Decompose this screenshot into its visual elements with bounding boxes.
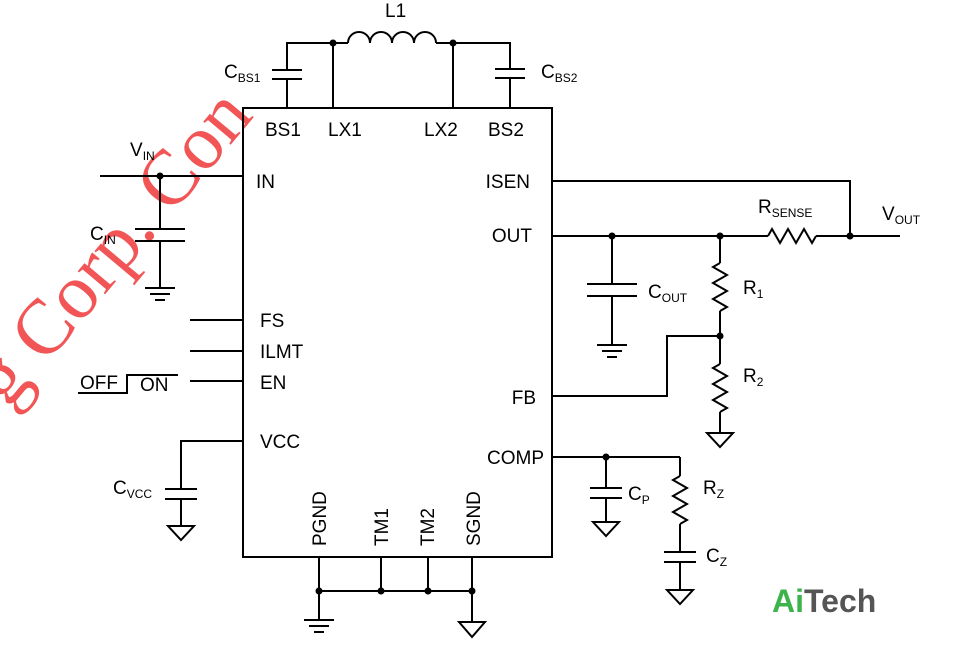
pin-lx2: LX2 (424, 120, 458, 141)
inductor-l1-label: L1 (385, 1, 406, 22)
cbs2-label: CBS2 (541, 62, 578, 85)
pin-fb: FB (512, 388, 536, 409)
pin-in: IN (256, 172, 275, 193)
watermark-text: g Corp. Con (0, 71, 268, 421)
pin-out: OUT (492, 226, 533, 247)
en-off-label: OFF (80, 373, 118, 394)
comp-compensation-wiring (552, 453, 696, 606)
en-on-label: ON (140, 375, 169, 396)
pin-isen: ISEN (486, 172, 530, 193)
top-switch-node-wiring (272, 31, 525, 108)
cz-label: CZ (706, 546, 727, 569)
pin-tm2: TM2 (418, 508, 439, 546)
ground-pins-wiring (304, 557, 488, 639)
rz-label: RZ (703, 478, 724, 501)
ic-body (242, 107, 553, 558)
r1-symbol (710, 262, 730, 312)
rsense-label: RSENSE (758, 197, 812, 220)
cvcc-label: CVCC (113, 478, 152, 501)
pin-pgnd: PGND (310, 491, 331, 546)
rz-symbol (670, 475, 690, 525)
cout-label: COUT (648, 282, 688, 305)
rsense-symbol (767, 226, 817, 246)
r2-symbol (710, 363, 730, 413)
pin-ilmt: ILMT (260, 342, 304, 363)
pin-tm1: TM1 (372, 508, 393, 546)
pin-lx1: LX1 (328, 120, 362, 141)
vin-input-wiring (100, 172, 243, 301)
vin-label: VIN (130, 140, 155, 163)
pin-comp: COMP (487, 448, 544, 469)
pin-bs2: BS2 (488, 120, 524, 141)
r2-label: R2 (743, 366, 764, 389)
pin-bs1: BS1 (265, 120, 301, 141)
pin-vcc: VCC (260, 432, 300, 453)
pin-fs: FS (260, 311, 284, 332)
vout-label: VOUT (882, 204, 921, 227)
cin-label: CIN (90, 224, 116, 247)
cp-label: CP (628, 484, 650, 507)
vcc-wiring (165, 440, 243, 542)
pin-sgnd: SGND (464, 491, 485, 546)
r1-label: R1 (743, 278, 764, 301)
en-switch (78, 374, 243, 394)
pin-en: EN (260, 373, 286, 394)
output-wiring (552, 180, 900, 449)
cbs1-label: CBS1 (224, 62, 261, 85)
inductor-l1-symbol (347, 31, 437, 44)
aitech-logo: AiTech (772, 583, 876, 619)
